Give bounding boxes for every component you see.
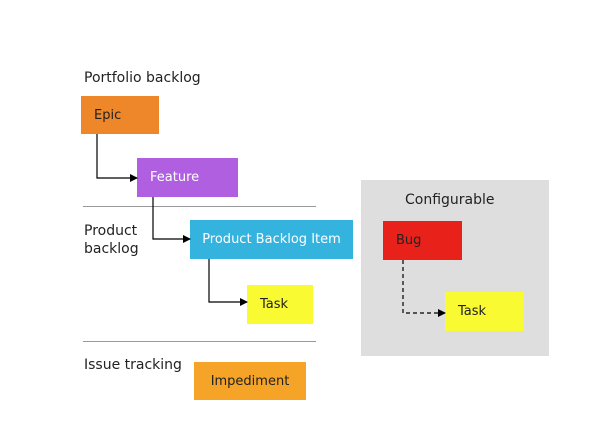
portfolio-product-divider (83, 206, 316, 207)
epic-to-feature-connector (96, 134, 138, 182)
epic-box: Epic (81, 96, 159, 134)
feature-to-product-backlog-item-connector (152, 197, 191, 243)
feature-label: Feature (150, 170, 200, 185)
impediment-label: Impediment (210, 373, 290, 389)
product-backlog-item-label: Product Backlog Item (202, 232, 341, 247)
epic-label: Epic (94, 107, 122, 123)
product-issue-divider (83, 341, 316, 342)
portfolio-backlog-label: Portfolio backlog (84, 70, 201, 86)
task-label: Task (260, 297, 289, 312)
task-box: Task (247, 285, 313, 324)
product-backlog-item-to-task-connector (208, 259, 248, 306)
bug-box: Bug (383, 221, 462, 260)
bug-label: Bug (396, 233, 422, 248)
configurable-task-box: Task (445, 292, 524, 331)
product-backlog-label: Product backlog (84, 223, 139, 257)
configurable-label: Configurable (405, 192, 495, 208)
configurable-task-label: Task (458, 304, 487, 319)
issue-tracking-label: Issue tracking (84, 357, 182, 373)
impediment-box: Impediment (194, 362, 306, 400)
product-backlog-item-box: Product Backlog Item (190, 220, 353, 259)
feature-box: Feature (137, 158, 238, 197)
